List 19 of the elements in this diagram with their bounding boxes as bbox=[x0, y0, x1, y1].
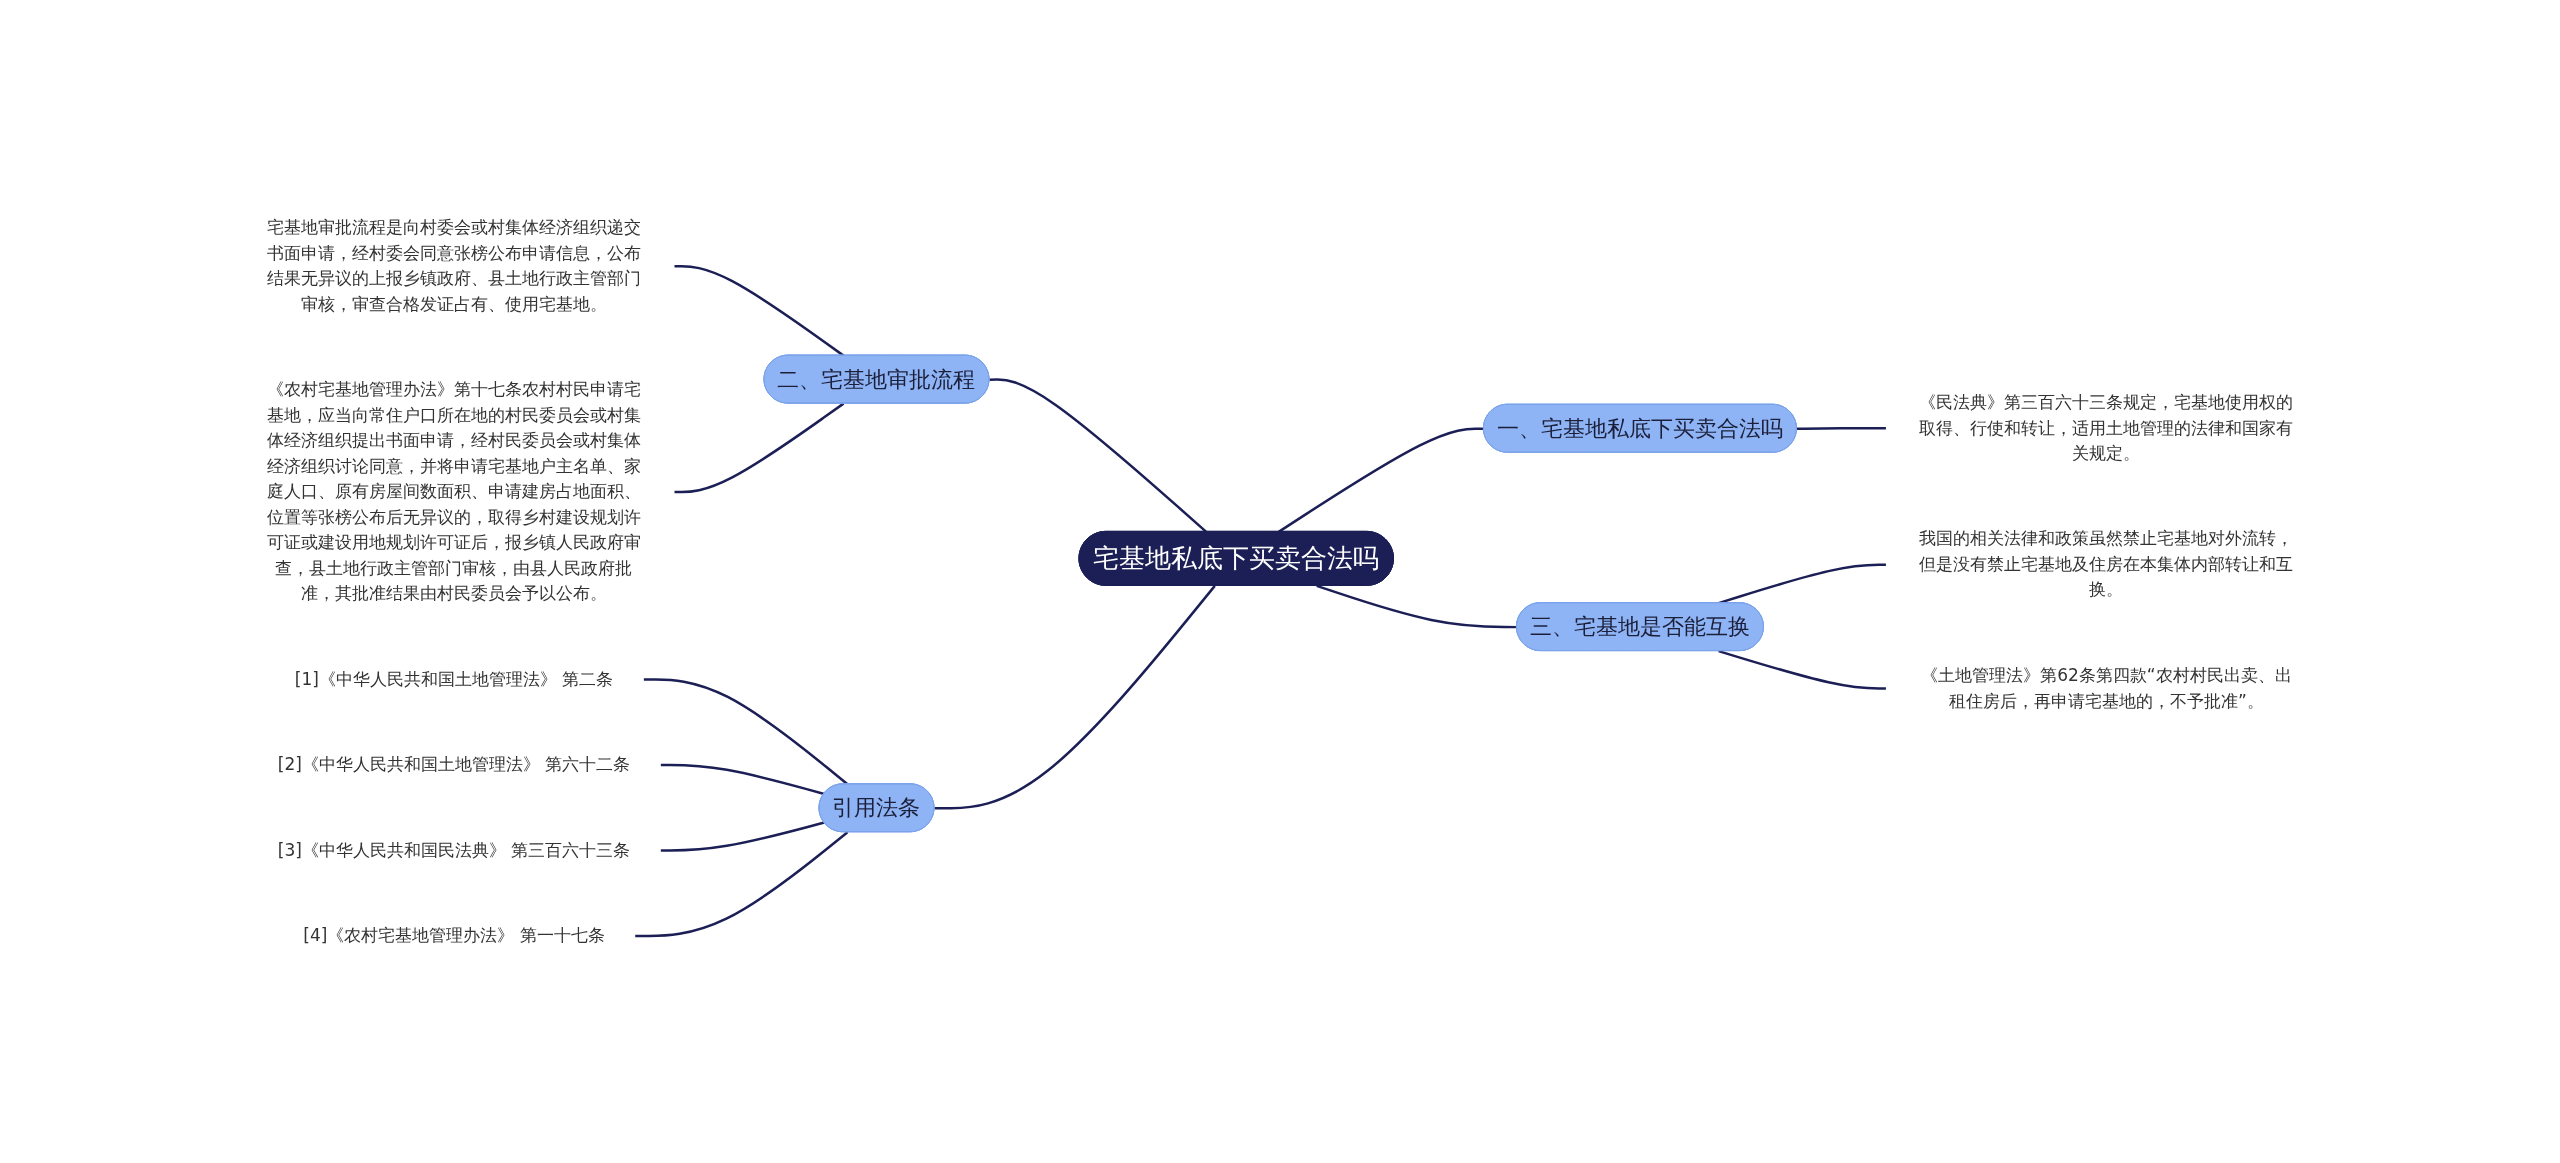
node-text: 《农村宅基地管理办法》第十七条农村村民申请宅基地，应当向常住户口所在地的村民委员会或村集体经济组织提出书面申请，经村民委员会或村集体经济组织讨论同意，并将申请宅基地户主名单、家庭人口、原有房屋间数面积、申请建房占地面积、位置等张榜公布后无异议的，取得乡村建设规划许可证或建设用地规划许可证后，报乡镇人民政府审查，县土地行政主管部门审核，由县人民政府批准，其批准结果由村民委员会予以公布。 bbox=[266, 378, 641, 603]
node-text: 我国的相关法律和政策虽然禁止宅基地对外流转，但是没有禁止宅基地及住房在本集体内部转让和互换。 bbox=[1919, 528, 2294, 599]
connector bbox=[660, 820, 825, 852]
connector bbox=[934, 584, 1216, 809]
node-text: 《土地管理法》第62条第四款“农村村民出卖、出租住房后，再申请宅基地的，不予批准”。 bbox=[1920, 664, 2292, 710]
node-text: [3]《中华人民共和国民法典》 第三百六十三条 bbox=[277, 839, 631, 860]
connector bbox=[660, 763, 825, 795]
connector bbox=[673, 402, 844, 493]
connector bbox=[1796, 426, 1887, 430]
connector bbox=[1316, 584, 1517, 628]
connector bbox=[643, 677, 849, 785]
node-text: [1]《中华人民共和国土地管理法》 第二条 bbox=[294, 668, 614, 689]
connector bbox=[1718, 649, 1887, 690]
node-text: 《民法典》第三百六十三条规定，宅基地使用权的取得、行使和转让，适用土地管理的法律和国家有关规定。 bbox=[1919, 391, 2294, 463]
connector bbox=[1718, 563, 1887, 604]
connector bbox=[634, 830, 849, 937]
node-text: [4]《农村宅基地管理办法》 第一十七条 bbox=[303, 924, 605, 945]
node-text: 宅基地审批流程是向村委会或村集体经济组织递交书面申请，经村委会同意张榜公布申请信息，公布结果无异议的上报乡镇政府、县土地行政主管部门审核，审查合格发证占有、使用宅基地。 bbox=[266, 216, 641, 314]
node-text: [2]《中华人民共和国土地管理法》 第六十二条 bbox=[277, 753, 631, 774]
